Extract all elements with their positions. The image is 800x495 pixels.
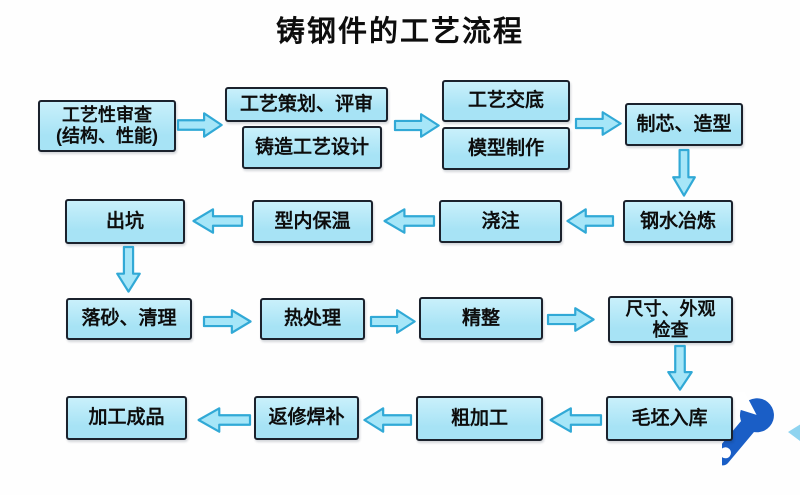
node-label: 模型制作 <box>467 137 544 159</box>
node-label: 工艺性审查 <box>62 105 152 126</box>
node-label: 粗加工 <box>450 407 508 429</box>
arrow-repair-to-finished <box>197 407 250 433</box>
arrow-finishing-to-inspection <box>548 307 595 332</box>
arrow-shakeout-to-heat <box>204 309 252 334</box>
node-repair-welding: 返修焊补 <box>254 396 359 440</box>
node-label: 热处理 <box>283 308 341 330</box>
arrow-review-to-planning <box>178 112 223 138</box>
node-process-planning: 工艺策划、评审 <box>225 87 388 122</box>
arrow-storage-to-rough <box>549 407 601 433</box>
node-label: 检查 <box>652 319 689 340</box>
node-label: 工艺交底 <box>467 90 544 112</box>
node-label: 工艺策划、评审 <box>239 93 373 115</box>
page-title: 铸钢件的工艺流程 <box>275 16 524 48</box>
node-label: 返修焊补 <box>268 407 345 429</box>
node-dimension-inspection: 尺寸、外观检查 <box>608 296 733 343</box>
node-label: 毛坯入库 <box>631 407 708 429</box>
node-label: (结构、性能) <box>56 126 158 146</box>
node-process-review: 工艺性审查(结构、性能) <box>38 100 176 152</box>
node-shakeout-cleaning: 落砂、清理 <box>66 298 192 340</box>
node-finishing: 精整 <box>419 297 543 340</box>
arrow-rough-to-repair <box>363 407 411 433</box>
node-pouring: 浇注 <box>439 200 562 243</box>
arrow-inspection-to-storage <box>667 346 693 391</box>
node-process-disclosure: 工艺交底 <box>442 80 570 122</box>
arrow-melting-to-pouring <box>566 208 613 234</box>
node-label: 尺寸、外观 <box>625 298 716 319</box>
node-label: 落砂、清理 <box>81 308 177 330</box>
node-finished-product: 加工成品 <box>66 396 187 440</box>
arrow-heat-to-finishing <box>371 309 416 334</box>
arrow-molding-to-melting <box>672 150 696 197</box>
node-pattern-making: 模型制作 <box>442 127 570 170</box>
node-blank-storage: 毛坯入库 <box>606 396 733 441</box>
node-heat-treatment: 热处理 <box>260 298 365 340</box>
arrow-planning-to-disclosure <box>395 113 440 138</box>
node-label: 钢水冶炼 <box>639 210 716 232</box>
node-label: 铸造工艺设计 <box>254 136 369 158</box>
node-label: 型内保温 <box>274 210 351 232</box>
node-pit-removal: 出坑 <box>65 199 185 244</box>
wrench-icon <box>722 392 800 490</box>
node-core-molding: 制芯、造型 <box>625 103 743 146</box>
node-label: 出坑 <box>105 210 144 232</box>
node-label: 精整 <box>461 307 500 329</box>
arrow-pit-to-shakeout <box>116 247 141 293</box>
node-steel-melting: 钢水冶炼 <box>623 200 733 243</box>
node-label: 加工成品 <box>88 407 165 429</box>
arrow-disclosure-to-molding <box>576 111 622 136</box>
node-label: 浇注 <box>481 210 520 232</box>
arrow-holding-to-pit <box>192 208 242 234</box>
node-casting-design: 铸造工艺设计 <box>242 126 382 169</box>
node-in-mold-holding: 型内保温 <box>252 200 373 243</box>
arrow-pouring-to-holding <box>383 208 434 234</box>
node-rough-machining: 粗加工 <box>416 396 543 441</box>
node-label: 制芯、造型 <box>636 113 732 135</box>
